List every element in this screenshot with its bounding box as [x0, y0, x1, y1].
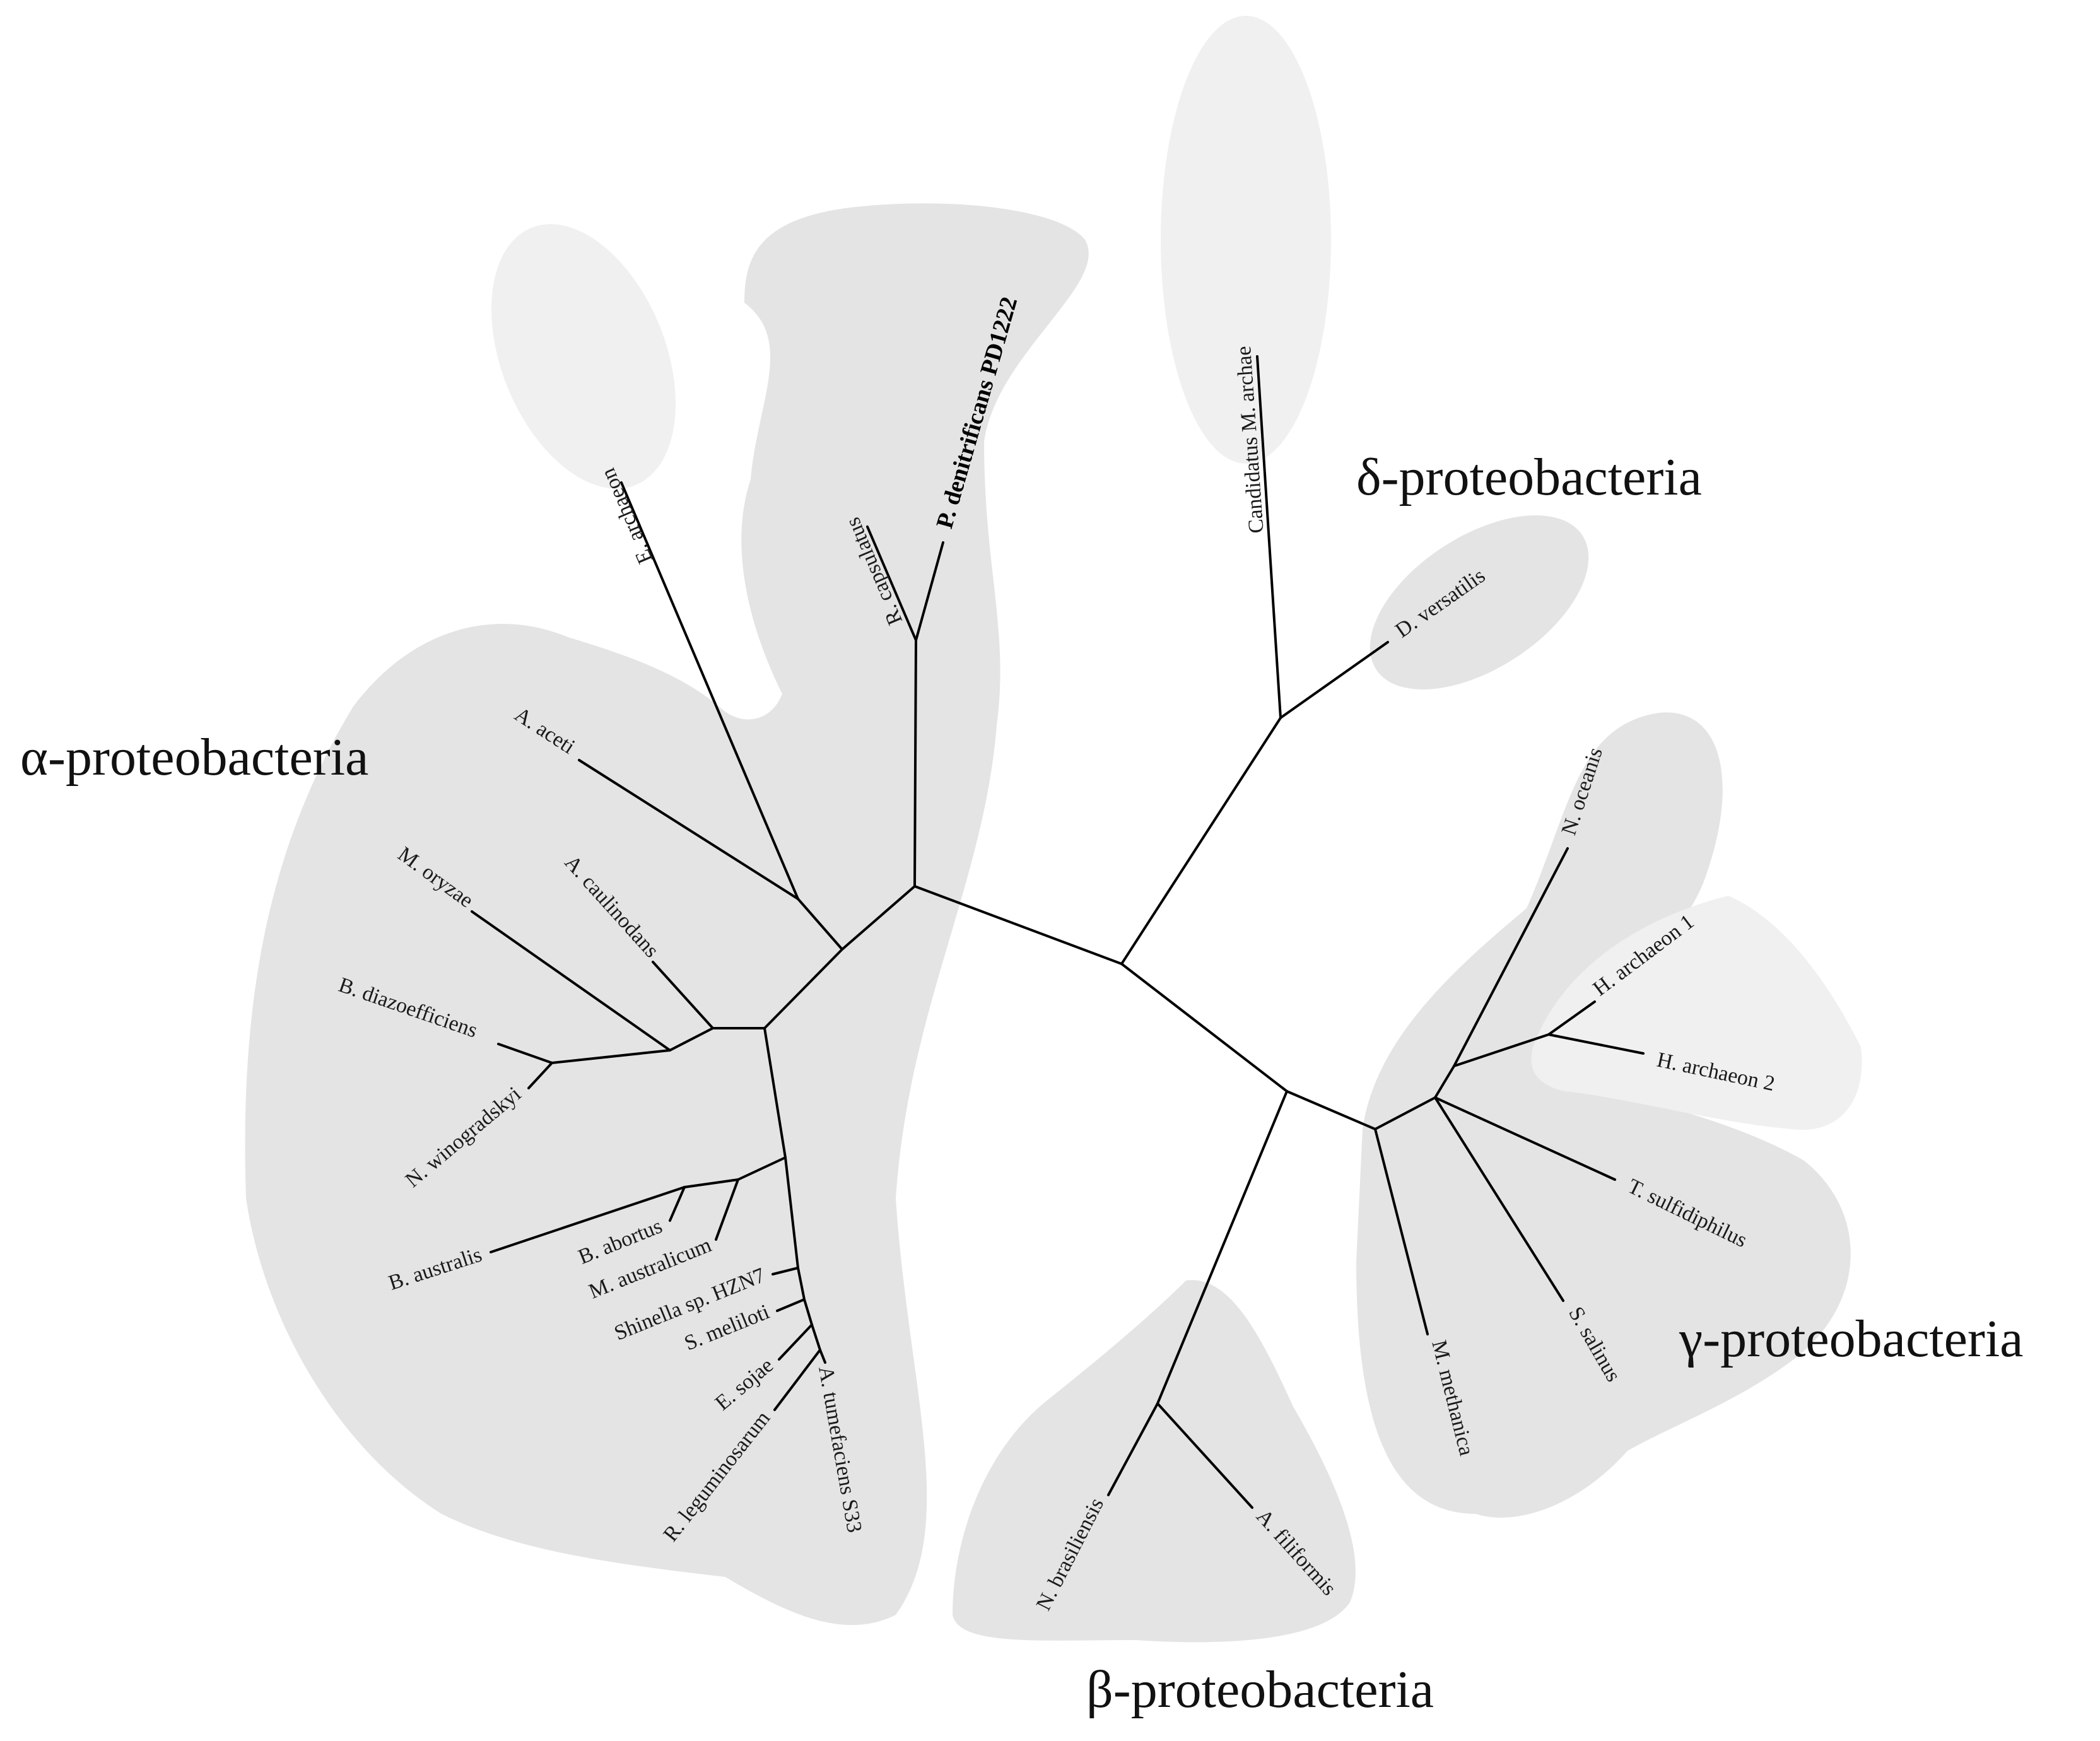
- candidatus-region: [1161, 16, 1331, 464]
- branch-a1-rp-node: [913, 639, 917, 888]
- group-labels: α-proteobacteria δ-proteobacteria γ-prot…: [20, 448, 2023, 1719]
- branch-rp-pdenitrificans: [915, 541, 944, 642]
- gamma-region: [1356, 712, 1851, 1518]
- branch-root-alpha: [913, 885, 1123, 965]
- branch-g1-g2: [1374, 1096, 1436, 1130]
- branch-a4-a8: [763, 1027, 787, 1159]
- branch-g1-mmethanica: [1374, 1128, 1429, 1335]
- branch-a9-maustralicum: [715, 1178, 739, 1241]
- branch-g4-harch2: [1547, 1033, 1645, 1055]
- branch-a14-rlegum: [773, 1349, 821, 1411]
- branch-a13-a14: [811, 1323, 821, 1351]
- group-label-beta: β-proteobacteria: [1086, 1660, 1434, 1719]
- group-label-gamma: γ-proteobacteria: [1679, 1310, 2023, 1368]
- branch-a10-babortus: [669, 1186, 686, 1222]
- branch-a5-a6: [669, 1027, 714, 1052]
- branch-g3-noceanis: [1453, 847, 1569, 1067]
- branch-a9-a10: [683, 1178, 739, 1188]
- branch-a13-esojae: [778, 1323, 813, 1361]
- group-label-alpha: α-proteobacteria: [20, 728, 368, 787]
- branch-a1-a2: [841, 885, 916, 951]
- branch-r-gamma: [1286, 1090, 1376, 1130]
- alpha-region: [245, 203, 1089, 1626]
- branch-g2-g3: [1434, 1065, 1455, 1099]
- h-archaeon-region: [1531, 896, 1862, 1130]
- branch-a8-a9: [737, 1156, 787, 1181]
- branch-a10-baustralis: [490, 1186, 686, 1253]
- branch-root-delta: [1120, 717, 1282, 965]
- branch-a8-a11: [784, 1156, 799, 1269]
- branch-root-right: [1120, 963, 1288, 1093]
- branch-a11-shinella: [771, 1267, 799, 1275]
- branch-b1-nbras: [1107, 1402, 1159, 1496]
- branch-g2-tsulf: [1434, 1096, 1616, 1181]
- branch-g2-ssalinus: [1434, 1096, 1564, 1302]
- branch-a3-earchaeon: [620, 481, 799, 900]
- branch-b1-afili: [1156, 1402, 1253, 1509]
- beta-region: [953, 1280, 1356, 1643]
- branch-a3-aaceti: [578, 759, 799, 900]
- e-archaeon-region: [491, 224, 676, 489]
- branch-rp-rcapsulatus: [866, 525, 917, 642]
- branch-a2-a3: [797, 898, 843, 951]
- branch-a12-smeliloti: [776, 1298, 806, 1312]
- group-label-delta: δ-proteobacteria: [1356, 448, 1702, 507]
- branch-delta-candidatus: [1256, 355, 1282, 719]
- branch-r-beta: [1156, 1090, 1288, 1405]
- branch-a7-bdiazo: [497, 1043, 553, 1064]
- tree-branches: [471, 355, 1645, 1509]
- branch-a6-moryzae: [471, 910, 671, 1052]
- branch-a14-atumef: [819, 1349, 826, 1364]
- branch-a7-nwino: [527, 1062, 553, 1089]
- branch-g3-g4: [1453, 1033, 1550, 1067]
- branch-a11-a12: [797, 1267, 806, 1301]
- branch-delta-dversatilis: [1279, 641, 1389, 719]
- branch-a12-a13: [803, 1298, 813, 1326]
- branch-g4-harch1: [1547, 1000, 1596, 1036]
- d-versatilis-region: [1370, 515, 1589, 689]
- branch-a5-acaulinodans: [652, 961, 714, 1029]
- branch-a2-a4: [763, 948, 843, 1029]
- branch-a6-a7: [551, 1049, 671, 1064]
